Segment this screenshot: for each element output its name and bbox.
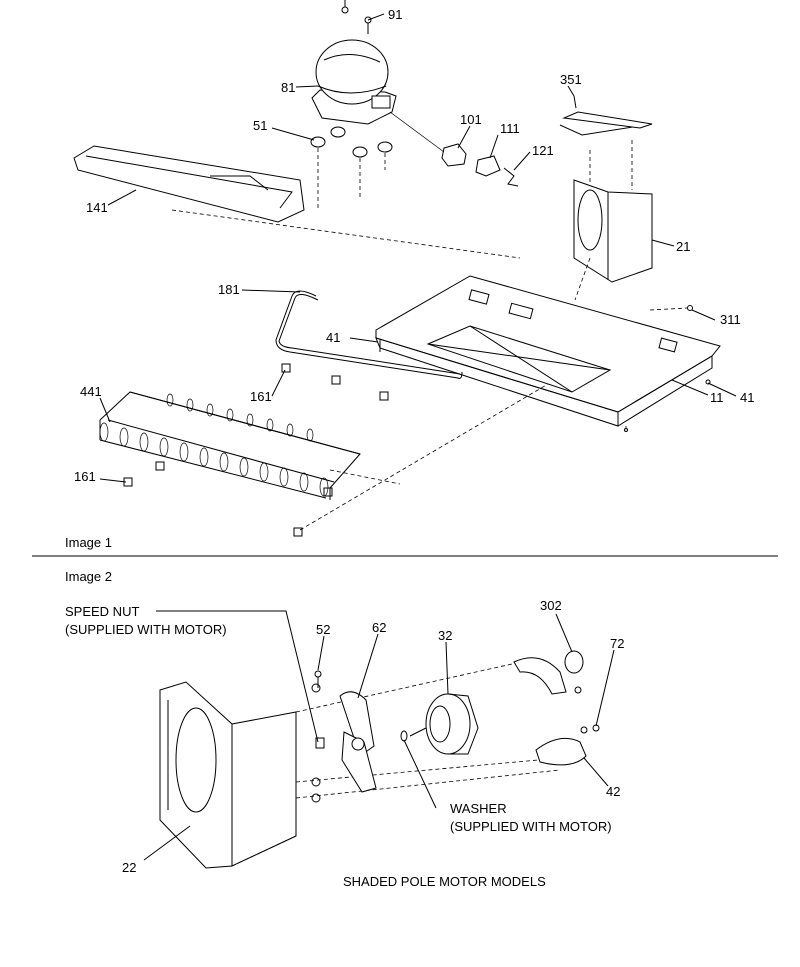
callout-121: 121 bbox=[532, 143, 554, 158]
screw-part-91 bbox=[341, 0, 372, 34]
overload-part-111 bbox=[475, 155, 501, 177]
callout-302: 302 bbox=[540, 598, 562, 613]
callout-161-lower: 161 bbox=[74, 469, 96, 484]
motor-part-32 bbox=[409, 693, 479, 755]
grommet-part-161 bbox=[123, 363, 389, 537]
callout-washer-note: (SUPPLIED WITH MOTOR) bbox=[450, 819, 612, 834]
callout-51: 51 bbox=[253, 118, 267, 133]
tube-part-181 bbox=[275, 290, 463, 379]
compressor-part-81 bbox=[311, 39, 397, 125]
callout-speed-nut: SPEED NUT bbox=[65, 604, 139, 619]
callout-32: 32 bbox=[438, 628, 452, 643]
callout-101: 101 bbox=[460, 112, 482, 127]
callout-52: 52 bbox=[316, 622, 330, 637]
screw-part-311 bbox=[649, 305, 693, 311]
diagram-footer: SHADED POLE MOTOR MODELS bbox=[343, 874, 546, 889]
callout-72: 72 bbox=[610, 636, 624, 651]
callout-22: 22 bbox=[122, 860, 136, 875]
callout-181: 181 bbox=[218, 282, 240, 297]
image2-caption: Image 2 bbox=[65, 569, 112, 584]
condenser-part-441 bbox=[99, 383, 549, 531]
callout-311: 311 bbox=[720, 312, 741, 327]
callout-141: 141 bbox=[86, 200, 108, 215]
callout-washer: WASHER bbox=[450, 801, 507, 816]
callout-41-upper: 41 bbox=[326, 330, 340, 345]
washer-part bbox=[400, 730, 408, 742]
callout-91: 91 bbox=[388, 7, 402, 22]
shroud-part-22 bbox=[159, 659, 531, 869]
callout-42: 42 bbox=[606, 784, 620, 799]
fan-blade-part-62 bbox=[339, 691, 377, 793]
base-plate-part-11 bbox=[375, 275, 721, 432]
speed-nut-part bbox=[295, 683, 561, 803]
screw-part-52 bbox=[314, 670, 322, 688]
image2-panel: Image 2 bbox=[65, 569, 624, 889]
callout-41-lower: 41 bbox=[740, 390, 754, 405]
relay-part-101 bbox=[389, 111, 467, 167]
callout-111: 111 bbox=[500, 121, 520, 136]
leader-lines-image2 bbox=[143, 610, 615, 861]
condenser-coils bbox=[99, 393, 329, 497]
callout-81: 81 bbox=[281, 80, 295, 95]
grommet-part-51 bbox=[310, 126, 393, 210]
shroud-part-21 bbox=[559, 111, 653, 301]
leader-lines-image1 bbox=[99, 13, 737, 483]
image1-caption: Image 1 bbox=[65, 535, 112, 550]
drain-pan-part-141 bbox=[73, 145, 521, 259]
callout-62: 62 bbox=[372, 620, 386, 635]
bracket-part-302 bbox=[513, 650, 584, 695]
callout-speed-nut-note: (SUPPLIED WITH MOTOR) bbox=[65, 622, 227, 637]
callout-351: 351 bbox=[560, 72, 582, 87]
clip-part-351 bbox=[573, 95, 577, 109]
image1-panel: 91 81 51 101 111 121 351 141 21 181 311 … bbox=[65, 0, 754, 550]
screw-part-72 bbox=[580, 724, 600, 734]
callout-161-upper: 161 bbox=[250, 389, 272, 404]
clip-part-121 bbox=[503, 167, 519, 187]
callout-21: 21 bbox=[676, 239, 690, 254]
bracket-part-42 bbox=[535, 737, 587, 766]
callout-441: 441 bbox=[80, 384, 102, 399]
callout-11: 11 bbox=[710, 390, 724, 405]
